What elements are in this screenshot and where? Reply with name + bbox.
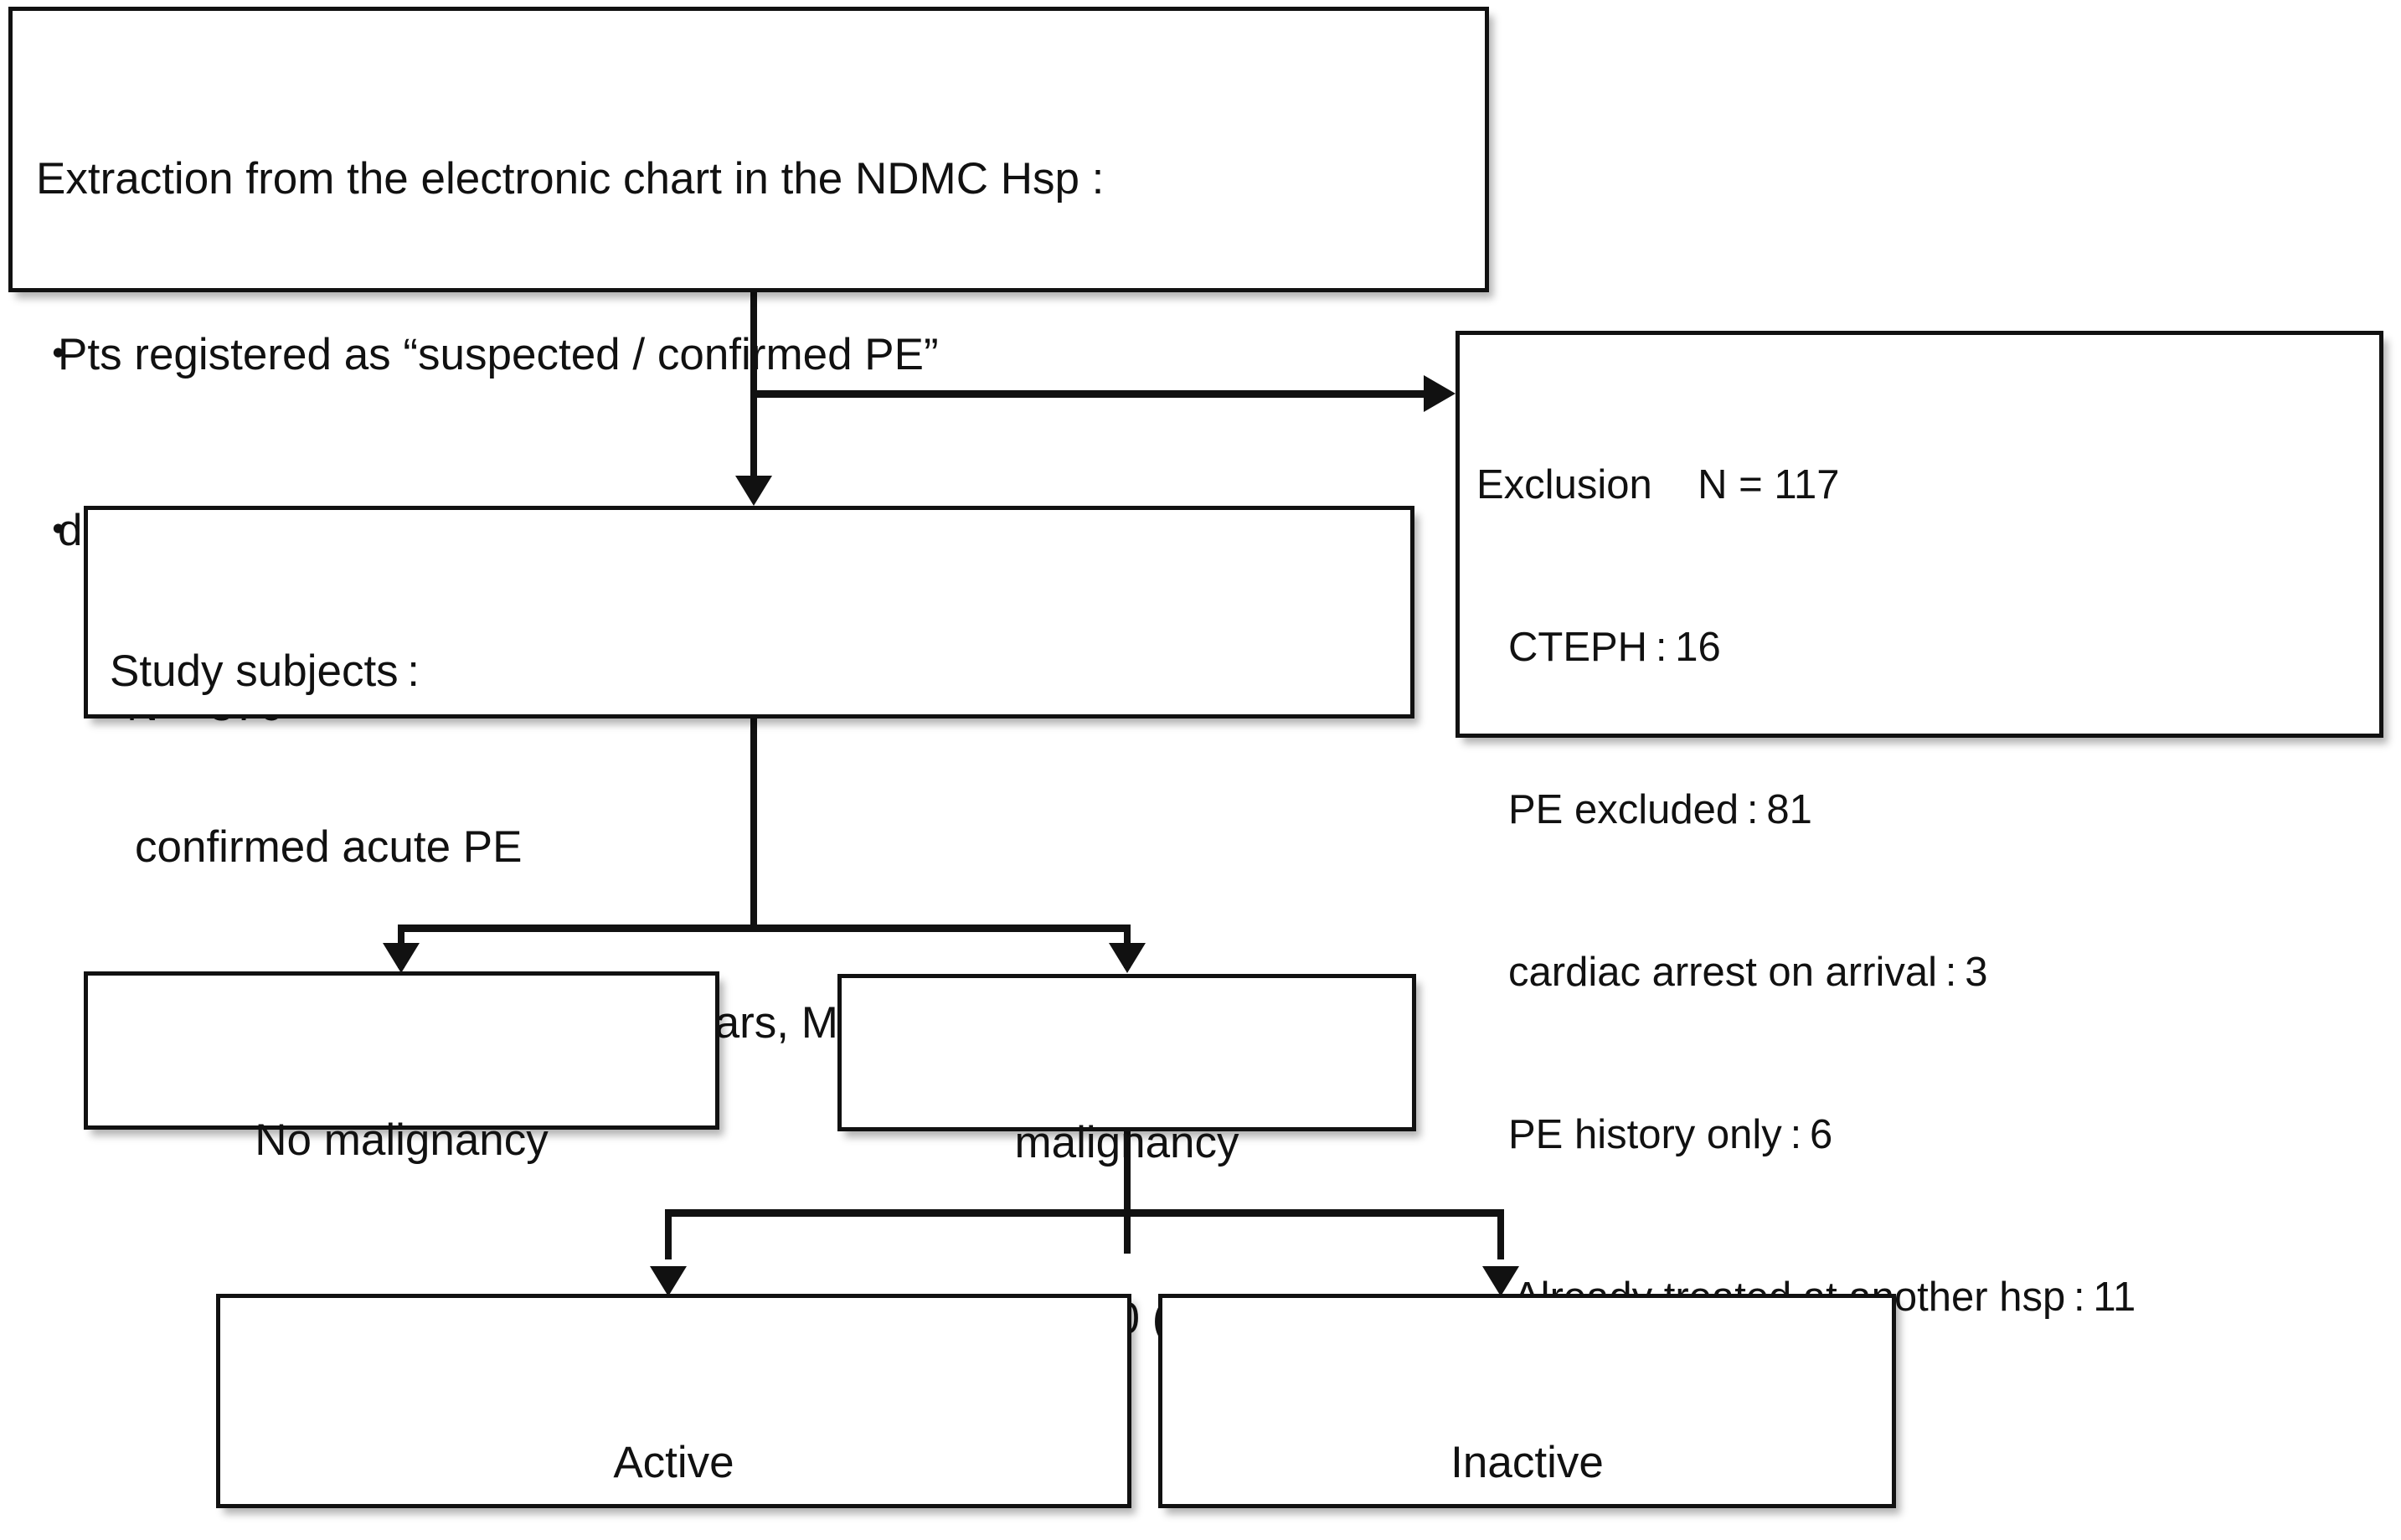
box-no-malignancy: No malignancy N = 139 (54%): [84, 971, 719, 1341]
active-label: Active: [613, 1437, 734, 1487]
exclusion-item-cteph: CTEPH : 16: [1508, 625, 1721, 671]
connector-to-active-vertical: [665, 1209, 672, 1259]
study-heading: Study subjects :: [110, 646, 420, 696]
box-inactive-malignancy: Inactive (cured or remission) N = 40 (15…: [1158, 1294, 1896, 1508]
source-bullet-1-text: Pts registered as “suspected / confirmed…: [58, 329, 939, 379]
arrowhead-into-malignancy-box: [1109, 943, 1146, 973]
exclusion-item-cardiac-arrest: cardiac arrest on arrival : 3: [1508, 950, 1988, 996]
exclusion-item-pe-excluded: PE excluded : 81: [1508, 787, 1812, 833]
study-description: confirmed acute PE: [135, 822, 523, 872]
bullet-glyph-1: ・: [36, 329, 80, 379]
connector-malignancy-split-horizontal: [665, 1209, 1504, 1217]
source-bullet-1-row: ・Pts registered as “suspected / confirme…: [36, 326, 1468, 384]
connector-study-split-horizontal: [398, 925, 1131, 932]
box-exclusion: Exclusion N = 117 CTEPH : 16 PE excluded…: [1456, 331, 2383, 1320]
box-active-malignancy: Active (Before or during treatment) N = …: [216, 1294, 1131, 1508]
bullet-glyph-2: ・: [36, 505, 80, 555]
box-malignancy: malignancy N = 120 (46%): [837, 974, 1416, 1343]
source-heading: Extraction from the electronic chart in …: [36, 153, 1105, 203]
arrowhead-into-active-box: [650, 1266, 687, 1296]
malignancy-label: malignancy: [1014, 1117, 1239, 1167]
inactive-label: Inactive: [1450, 1437, 1604, 1487]
connector-to-inactive-vertical: [1497, 1209, 1504, 1259]
arrowhead-into-no-malignancy-box: [383, 943, 420, 973]
connector-source-to-study-vertical: [750, 291, 757, 484]
arrowhead-into-inactive-box: [1482, 1266, 1519, 1296]
exclusion-item-pe-history: PE history only : 6: [1508, 1112, 1833, 1158]
box-study-subjects: Study subjects : confirmed acute PE N = …: [84, 506, 1414, 1048]
arrowhead-into-study-box: [735, 476, 772, 506]
box-source-extraction: Extraction from the electronic chart in …: [8, 7, 1489, 730]
no-malignancy-label: No malignancy: [255, 1115, 549, 1165]
connector-study-split-vertical: [750, 718, 757, 931]
arrowhead-into-exclusion-box: [1424, 375, 1456, 412]
exclusion-heading: Exclusion N = 117: [1476, 462, 1840, 508]
connector-malignancy-split-vertical: [1124, 1131, 1131, 1254]
connector-to-exclusion-horizontal: [750, 390, 1429, 398]
